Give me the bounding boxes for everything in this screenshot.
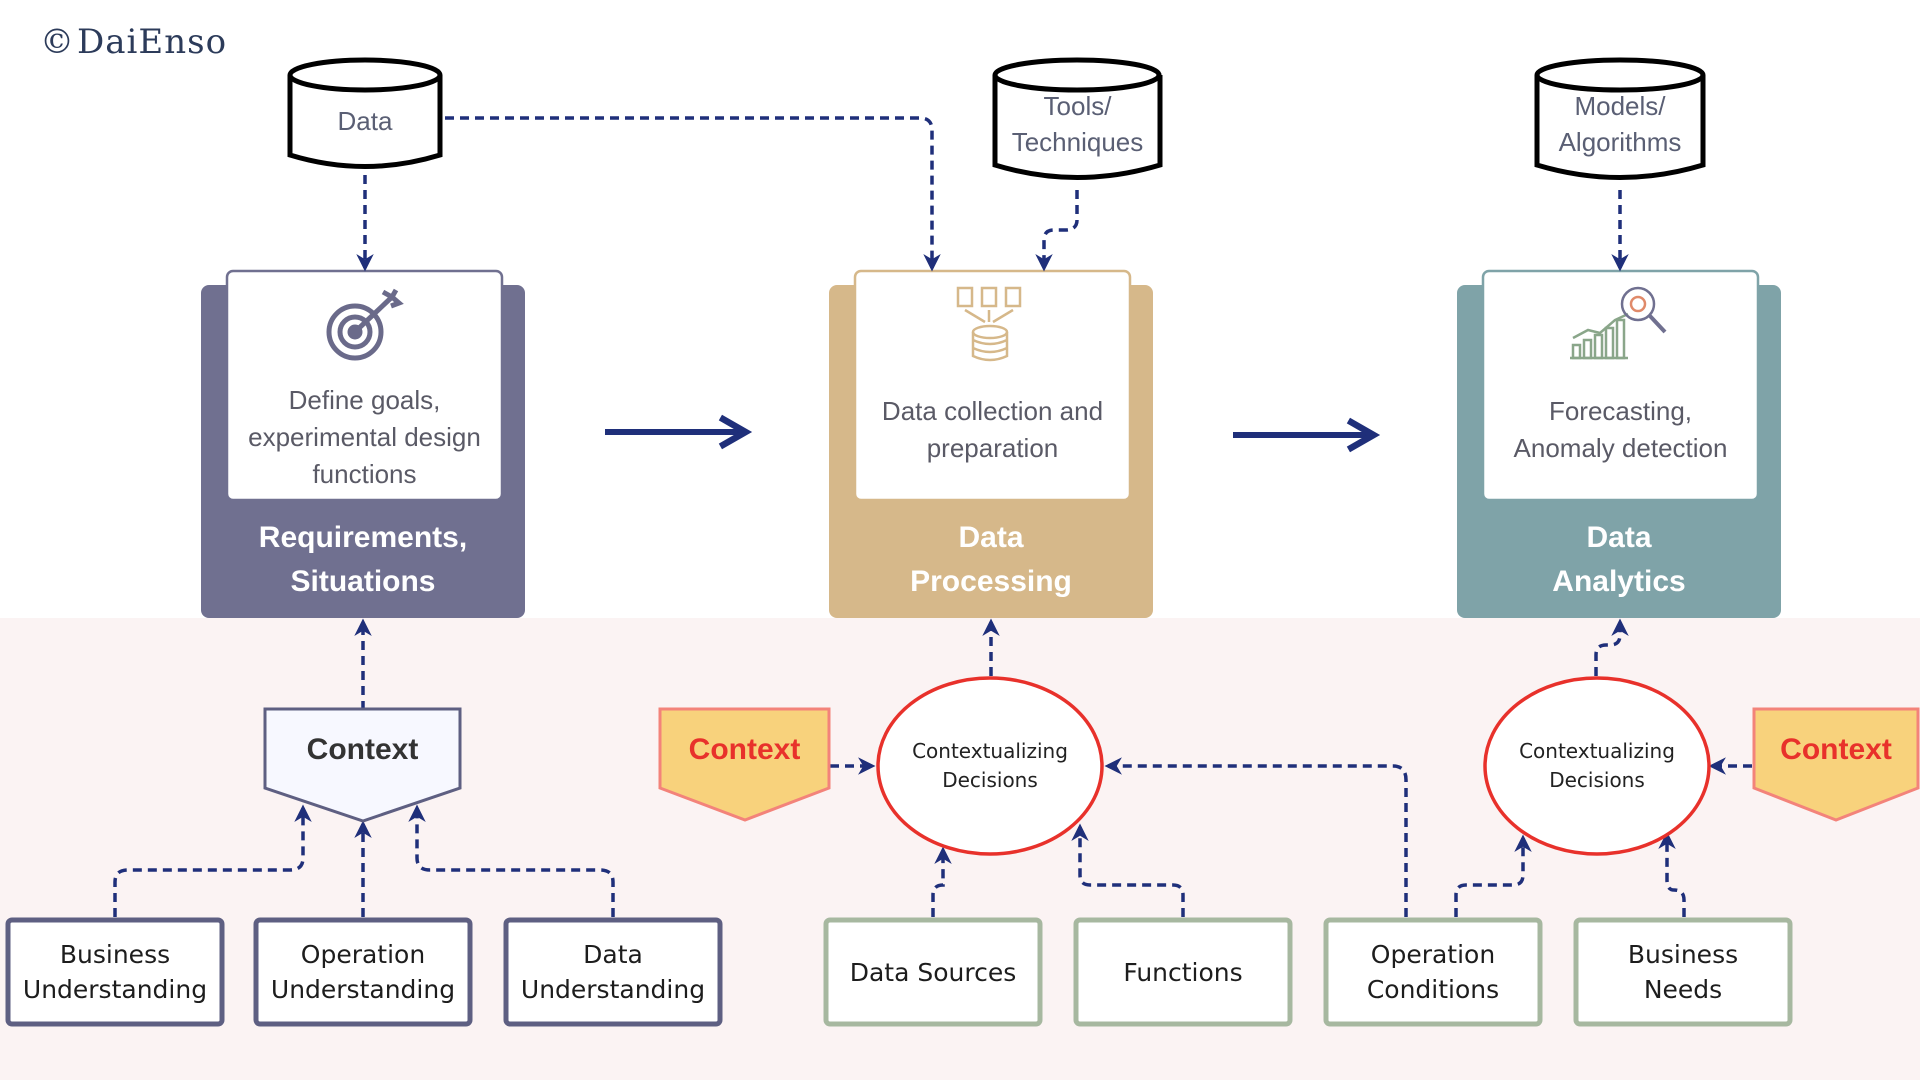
context-label-right: Context (1780, 733, 1892, 766)
dashed-connectors (113, 116, 1752, 917)
box-business-understanding-label: Business Understanding (22, 940, 208, 1004)
decision-circle-middle (876, 676, 1104, 856)
analytics-chart-icon (1570, 286, 1667, 360)
box-functions-label: Functions (1123, 957, 1243, 987)
database-data (287, 57, 443, 169)
decision-circle-right (1483, 676, 1711, 856)
logo-text: DaiEnso (77, 22, 228, 62)
stage-processing-title: Data Processing (910, 521, 1072, 598)
context-pentagon-left (263, 707, 462, 823)
box-data-sources-label: Data Sources (849, 957, 1017, 987)
database-tools-label: Tools/ Techniques (1011, 91, 1144, 157)
context-label-left: Context (306, 733, 419, 766)
box-business-needs (1573, 917, 1793, 1027)
box-operation-understanding-label: Operation Understanding (270, 940, 456, 1004)
stage-processing-panel (853, 269, 1132, 502)
database-models-label: Models/ Algorithms (1558, 91, 1682, 157)
context-pentagon-middle (658, 707, 831, 822)
copyright-icon: © (40, 22, 75, 62)
box-business-needs-label: Business Needs (1627, 940, 1739, 1004)
box-functions (1073, 917, 1293, 1027)
box-operation-understanding (253, 917, 473, 1027)
stage-analytics-description: Forecasting, Anomaly detection (1513, 396, 1728, 463)
box-data-understanding (503, 917, 723, 1027)
database-data-label: Data (337, 105, 393, 136)
context-pentagon-right (1752, 707, 1920, 822)
data-collection-icon (956, 286, 1022, 362)
box-data-understanding-label: Data Understanding (520, 940, 706, 1004)
stage-analytics-title: Data Analytics (1552, 521, 1686, 598)
target-icon (326, 288, 404, 361)
box-operation-conditions (1323, 917, 1543, 1027)
stage-requirements-title: Requirements, Situations (258, 521, 468, 598)
stage-processing-description: Data collection and preparation (881, 396, 1104, 463)
logo: ©DaiEnso (40, 22, 227, 62)
box-data-sources (823, 917, 1043, 1027)
box-operation-conditions-label: Operation Conditions (1366, 940, 1500, 1004)
decision-label-right: Contextualizing Decisions (1519, 739, 1675, 792)
database-models (1534, 57, 1706, 180)
stage-requirements-description: Define goals, experimental design functi… (248, 385, 481, 489)
context-label-middle: Context (688, 733, 801, 766)
box-business-understanding (5, 917, 225, 1027)
database-tools (992, 57, 1163, 180)
decision-label-middle: Contextualizing Decisions (912, 739, 1068, 792)
